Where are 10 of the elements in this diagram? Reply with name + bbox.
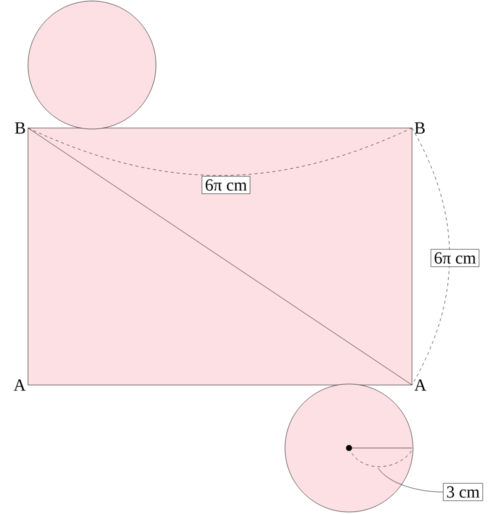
measure-label: 3 cm [443,483,483,501]
circle-face [284,384,414,512]
measure-label: 6π cm [430,249,480,267]
circle-face [28,0,156,130]
leader-line [378,468,444,492]
vertex-label: A [14,379,26,391]
vertex-label: B [14,122,25,134]
vertex-label: A [414,379,426,391]
vertex-label: B [414,122,425,134]
measure-label: 6π cm [202,176,250,194]
